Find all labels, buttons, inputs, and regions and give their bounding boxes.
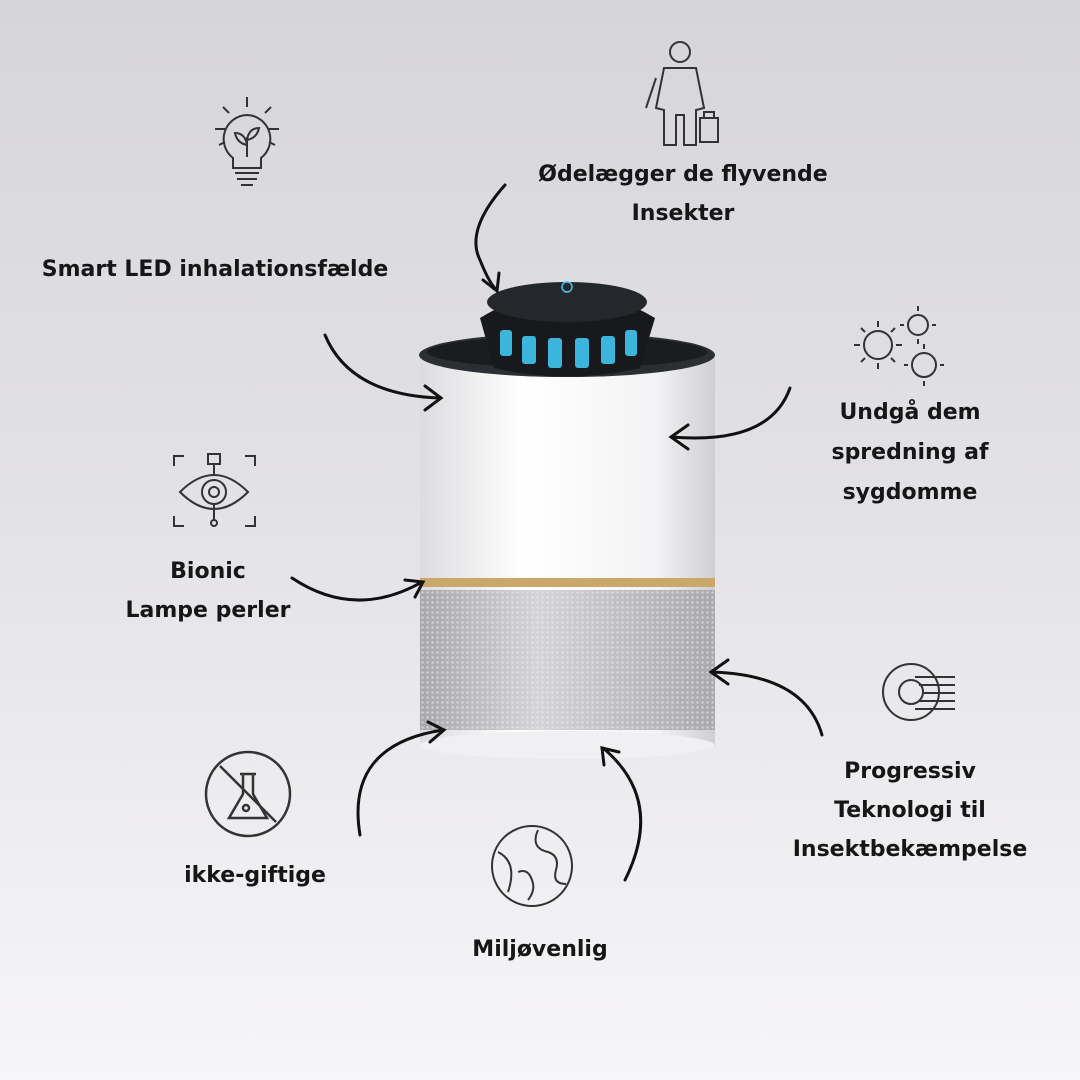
feature-label-line: Insektbekæmpelse — [792, 837, 1028, 862]
feature-label-line: Bionic — [170, 559, 246, 584]
arrow-eco — [600, 746, 643, 882]
feature-label-line: Insekter — [631, 201, 735, 226]
feature-label: Smart LED inhalationsfælde — [41, 257, 389, 282]
arrow-bionic — [290, 576, 426, 602]
feature-avoid-disease: Undgå dem spredning af sygdomme — [831, 393, 988, 513]
gear-circuit-icon — [882, 663, 955, 721]
hazmat-sprayer-icon — [645, 41, 719, 146]
bionic-eye-icon — [173, 453, 256, 527]
non-toxic-chemical-icon — [204, 750, 292, 838]
feature-label-line: Ødelægger de flyvende — [538, 162, 828, 187]
feature-label: Miljøvenlig — [472, 937, 608, 962]
earth-leaf-icon — [491, 825, 573, 907]
feature-label-line: Progressiv — [844, 759, 976, 784]
arrow-progressive — [708, 658, 824, 737]
feature-smart-led: Smart LED inhalationsfælde — [42, 250, 388, 289]
feature-label-line: Teknologi til — [834, 798, 986, 823]
feature-non-toxic: ikke-giftige — [184, 856, 326, 895]
feature-label-line: spredning af — [831, 440, 989, 465]
feature-label-line: Lampe perler — [125, 598, 291, 623]
feature-label-line: sygdomme — [842, 480, 978, 505]
feature-label: ikke-giftige — [184, 863, 326, 888]
feature-eco-friendly: Miljøvenlig — [472, 930, 607, 969]
arrow-smart-led — [323, 333, 444, 412]
feature-label-line: Undgå dem — [839, 400, 981, 425]
lightbulb-plant-icon — [215, 97, 279, 186]
virus-icon — [854, 306, 944, 386]
arrow-destroys — [474, 183, 507, 294]
arrow-non-toxic — [356, 720, 447, 837]
arrow-avoid — [668, 386, 792, 451]
